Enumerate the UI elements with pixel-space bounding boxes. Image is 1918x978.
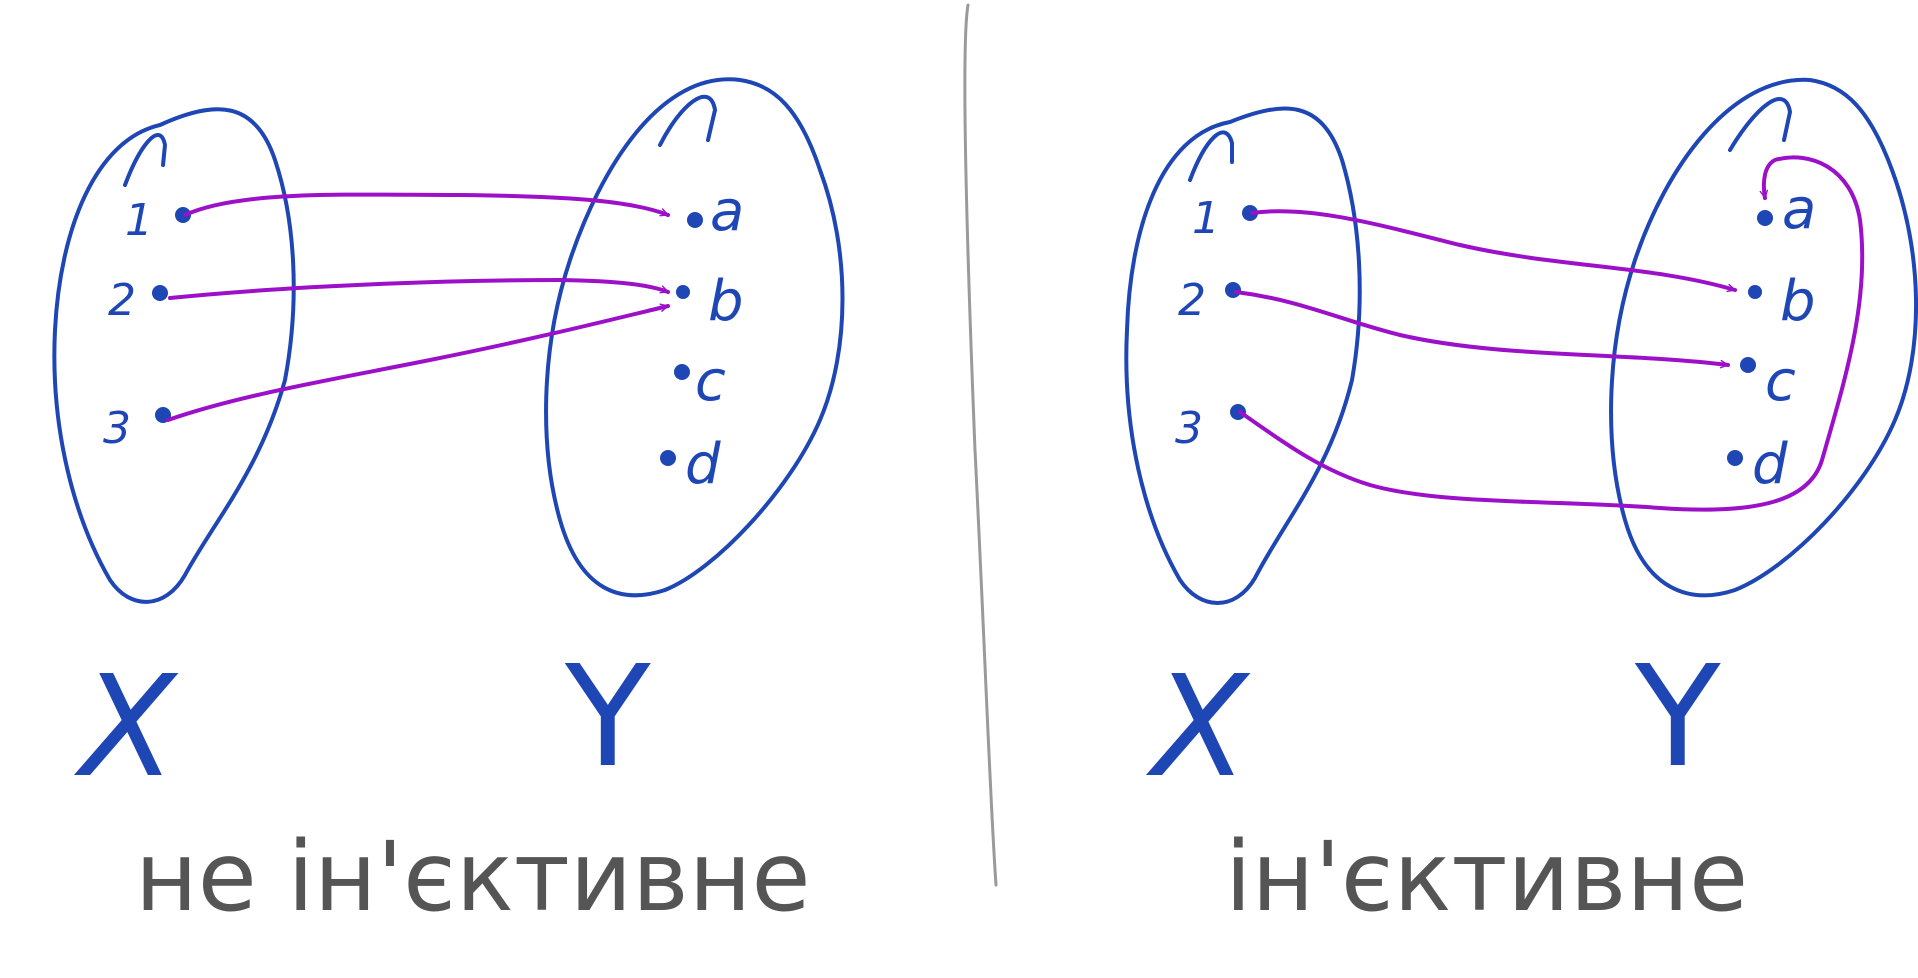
- left-codomain-point-b: [676, 285, 690, 299]
- right-domain-set-outline: [1124, 106, 1362, 605]
- right-codomain-set-outline: [1609, 77, 1918, 598]
- right-arrow-2-to-c: [1234, 290, 1730, 369]
- left-arrow-1-to-a: [183, 192, 670, 217]
- right-domain-label-3: 3: [1175, 403, 1203, 454]
- right-codomain-point-c: [1740, 357, 1756, 373]
- left-arrow-2-to-b: [168, 278, 670, 300]
- right-codomain-point-a: [1757, 210, 1773, 226]
- right-diagram: 1 2 3 a b c d X Y ін'єктивне: [1124, 77, 1918, 933]
- right-codomain-label-b: b: [1780, 269, 1816, 334]
- left-codomain-label-b: b: [708, 269, 744, 334]
- left-codomain-point-a: [687, 212, 703, 228]
- left-domain-set-curl: [123, 133, 167, 187]
- left-caption: не ін'єктивне: [135, 821, 811, 933]
- right-codomain-point-b: [1748, 285, 1762, 299]
- right-arrow-3-to-a: [1238, 155, 1865, 512]
- left-codomain-point-d: [660, 450, 676, 466]
- left-domain-label-2: 2: [108, 275, 136, 326]
- vertical-divider: [963, 3, 998, 887]
- left-codomain-set-curl: [658, 94, 717, 147]
- left-arrow-3-to-b: [166, 303, 670, 422]
- right-codomain-label-c: c: [1765, 349, 1796, 414]
- right-codomain-set-curl: [1728, 97, 1792, 152]
- left-codomain-set-name: Y: [564, 636, 651, 799]
- right-domain-label-1: 1: [1192, 193, 1220, 244]
- right-codomain-label-d: d: [1752, 432, 1788, 497]
- left-domain-set-name: X: [73, 646, 179, 809]
- left-domain-point-2: [152, 285, 168, 301]
- left-codomain-label-c: c: [695, 349, 726, 414]
- left-codomain-label-d: d: [685, 432, 721, 497]
- right-caption: ін'єктивне: [1225, 821, 1748, 933]
- right-arrow-1-to-b: [1250, 209, 1737, 293]
- right-codomain-set-name: Y: [1634, 636, 1721, 799]
- right-domain-point-2: [1225, 282, 1241, 298]
- right-codomain-label-a: a: [1782, 177, 1816, 242]
- left-domain-label-3: 3: [103, 403, 131, 454]
- right-domain-label-2: 2: [1178, 275, 1206, 326]
- left-domain-set-outline: [52, 107, 296, 604]
- right-codomain-point-d: [1727, 450, 1743, 466]
- right-domain-set-curl: [1188, 130, 1234, 182]
- left-diagram: 1 2 3 a b c d X Y не ін'єктивне: [52, 77, 845, 933]
- left-codomain-set-outline: [544, 77, 845, 598]
- left-codomain-point-c: [674, 364, 690, 380]
- left-domain-label-1: 1: [125, 195, 153, 246]
- left-codomain-label-a: a: [710, 179, 744, 244]
- right-domain-set-name: X: [1145, 646, 1251, 809]
